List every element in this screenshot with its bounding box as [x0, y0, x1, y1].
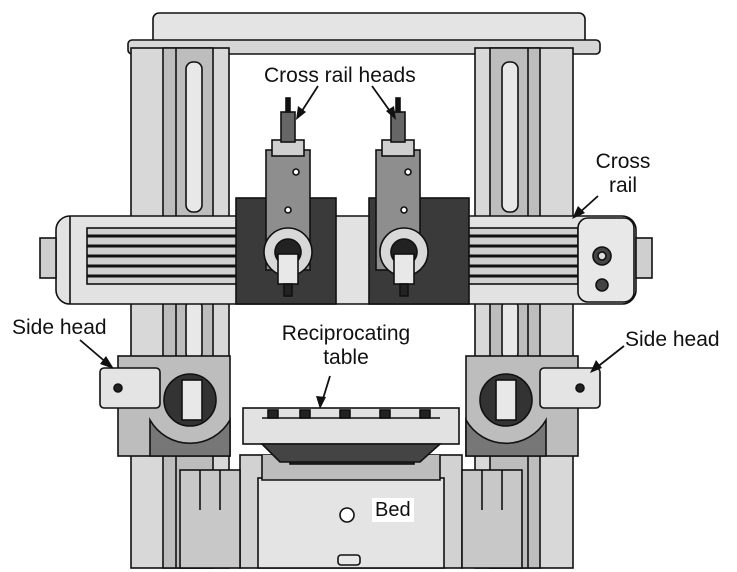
leader-arrows [79, 85, 625, 409]
side-head-left [99, 355, 231, 457]
right-column [474, 47, 574, 569]
label-bed: Bed [372, 498, 414, 522]
reciprocating-table [242, 407, 460, 463]
label-cross-rail-heads: Cross rail heads [264, 64, 416, 87]
label-reciprocating-line1: Reciprocating [281, 322, 411, 345]
cross-rail [39, 215, 653, 305]
cross-rail-head-left [235, 97, 337, 305]
bed [179, 451, 523, 569]
label-side-head-right: Side head [625, 328, 720, 351]
cross-rail-head-right [368, 97, 470, 305]
label-cross-rail-line1: Cross [595, 150, 651, 173]
label-side-head-left: Side head [12, 316, 107, 339]
label-cross-rail-line2: rail [608, 174, 637, 197]
side-head-right [465, 355, 601, 457]
label-reciprocating-line2: table [323, 346, 369, 369]
